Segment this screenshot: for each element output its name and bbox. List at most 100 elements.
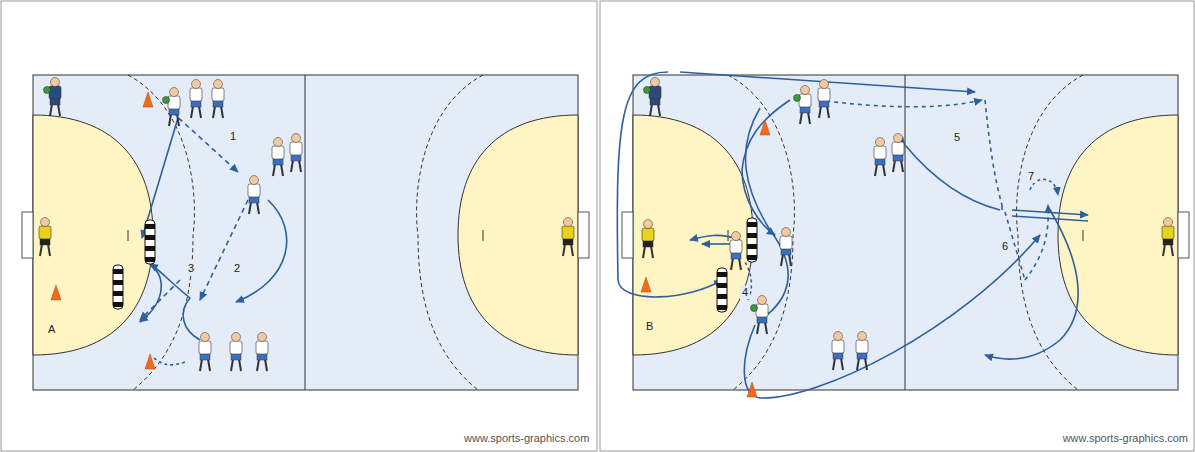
court-graphic [291,160,293,172]
court-graphic [256,333,268,372]
watermark: www.sports-graphics.com [462,432,591,445]
court-graphic [728,230,729,241]
court-graphic [800,112,802,124]
court-graphic [258,333,267,342]
court-graphic [145,220,155,264]
court-graphic [230,341,242,354]
court-graphic [256,341,268,354]
court-graphic [249,202,251,214]
court-graphic [483,230,484,241]
court-graphic [651,78,660,87]
court-graphic [51,285,61,300]
court-graphic [801,86,810,95]
court-graphic [239,359,241,371]
court-graphic [128,75,194,390]
movement-arrow [172,112,238,172]
movement-arrow [140,265,161,322]
court-graphic [717,294,727,299]
court-graphic [717,305,727,310]
court-letter: A [46,323,57,336]
court-graphic [732,232,741,241]
court-graphic [780,236,792,249]
court-graphic [760,120,770,135]
court-graphic [841,358,843,370]
court-graphic [163,88,181,127]
court-graphic [145,354,155,369]
court-graphic [191,106,193,118]
court-graphic [39,78,1174,398]
movement-arrow [985,100,1002,205]
callout-number: 2 [232,262,242,275]
court-graphic [834,332,843,341]
court-graphic [789,254,791,266]
court-graphic [1058,115,1178,355]
court-graphic [44,78,62,117]
court-graphic [874,146,886,159]
court-graphic [113,280,123,285]
court-graphic [163,97,170,104]
court-graphic [875,164,877,176]
court-graphic [901,160,903,172]
movement-arrow [702,243,733,245]
movement-arrow [746,108,789,320]
court-graphic [22,75,1189,390]
court-graphic [41,218,50,227]
court-graphic [747,233,757,238]
court-graphic [417,75,483,390]
court-graphic [633,75,1178,390]
court-graphic [893,160,895,172]
court-graphic [128,230,129,241]
court-graphic [232,333,241,342]
court-graphic [113,265,123,309]
court-graphic [274,138,283,147]
court-graphic [832,340,844,353]
callout-number: 4 [740,286,750,299]
court-graphic [876,138,885,147]
court-graphic [731,258,733,270]
court-graphic [190,88,202,101]
court-graphic [170,88,179,97]
court-graphic [717,268,727,312]
court-graphic [1163,244,1165,256]
court-graphic [208,359,210,371]
court-graphic [40,244,42,256]
court-graphic [272,146,284,159]
court-graphic [168,96,180,109]
court-graphic [819,106,821,118]
court-graphic [782,228,791,237]
court-graphic [808,112,810,124]
callout-number: 1 [228,130,238,143]
court-graphic [44,87,51,94]
court-graphic [213,106,215,118]
court-graphic [856,332,868,371]
court-graphic [292,134,301,143]
court-graphic [894,134,903,143]
court-graphic [199,341,211,354]
court-graphic [212,80,224,119]
court-graphic [747,222,757,227]
court-graphic [113,291,123,296]
court-graphic [747,218,757,262]
court-graphic [50,104,52,116]
court-graphic [730,240,742,253]
callout-number: 6 [1000,240,1010,253]
court-graphic [257,359,259,371]
court-graphic [1178,212,1189,258]
court-graphic [39,226,51,239]
court-graphic [143,92,153,107]
court-graphic [757,322,759,334]
court-graphic [865,358,867,370]
court-graphic [564,218,573,227]
court-graphic [833,358,835,370]
court-graphic [250,176,259,185]
court-graphic [905,75,906,390]
court-graphic [201,333,210,342]
court-graphic [145,257,155,262]
callout-number: 7 [1026,170,1036,183]
court-graphic [649,86,661,99]
court-graphic [780,228,792,267]
court-graphic [717,283,727,288]
court-graphic [633,115,753,355]
